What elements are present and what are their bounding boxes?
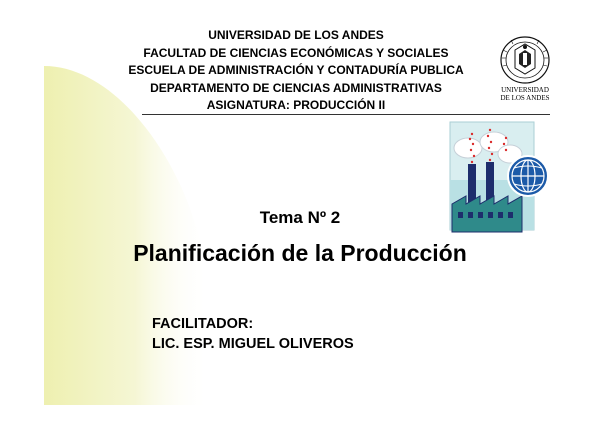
facilitator-name: LIC. ESP. MIGUEL OLIVEROS [152,336,354,352]
facilitator-label: FACILITADOR: [152,316,254,332]
header-school: ESCUELA DE ADMINISTRACIÓN Y CONTADURÍA P… [128,63,464,77]
university-seal-icon [500,36,550,84]
header-divider [142,114,550,115]
institution-header: UNIVERSIDAD DE LOS ANDES FACULTAD DE CIE… [90,27,502,115]
header-university: UNIVERSIDAD DE LOS ANDES [208,28,384,42]
logo-caption: UNIVERSIDAD DE LOS ANDES [494,86,556,102]
facilitator-block: FACILITADOR: LIC. ESP. MIGUEL OLIVEROS [152,314,354,354]
header-department: DEPARTAMENTO DE CIENCIAS ADMINISTRATIVAS [150,80,442,95]
logo-caption-line: DE LOS ANDES [500,93,550,102]
logo-caption-line: UNIVERSIDAD [501,86,549,94]
header-subject: ASIGNATURA: PRODUCCIÓN II [206,98,386,112]
factory-globe-icon [448,120,552,238]
topic-label: Tema Nº 2 [259,208,341,227]
slide-title: Planificación de la Producción [133,240,467,266]
header-faculty: FACULTAD DE CIENCIAS ECONÓMICAS Y SOCIAL… [143,45,449,60]
